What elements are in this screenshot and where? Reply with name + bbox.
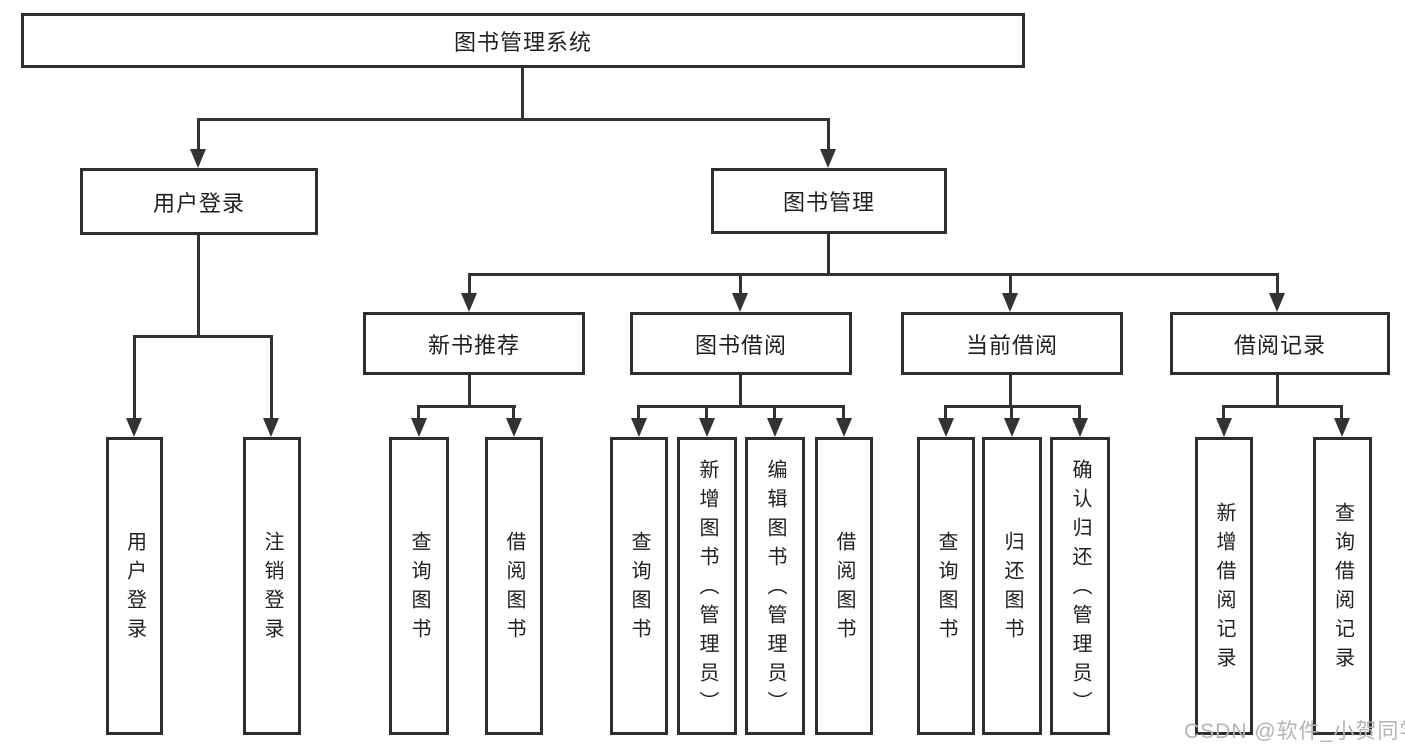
arrow-b1	[411, 418, 427, 437]
connector-root-horizontal	[197, 118, 829, 121]
connector-borrowrecords-stem	[1276, 373, 1279, 407]
leaf-current-confirm-admin-label: 确认归还（管理员）	[1069, 458, 1091, 720]
arrow-user-login	[190, 149, 206, 168]
leaf-borrow-query-label: 查询图书	[628, 531, 650, 647]
leaf-newbook-borrow: 借阅图书	[485, 437, 543, 735]
leaf-borrow-add-admin: 新增图书（管理员）	[677, 437, 737, 735]
connector-drop-d3	[1078, 405, 1081, 419]
leaf-newbook-query: 查询图书	[389, 437, 449, 735]
arrow-a1	[126, 418, 142, 437]
connector-newbook-horizontal	[417, 405, 516, 408]
leaf-current-return: 归还图书	[982, 437, 1042, 735]
connector-drop-book-mgmt	[827, 118, 830, 151]
node-book-borrow-label: 图书借阅	[694, 332, 787, 358]
connector-userlogin-horizontal	[133, 335, 273, 338]
leaf-borrow-edit-admin-label: 编辑图书（管理员）	[764, 458, 786, 720]
leaf-record-add: 新增借阅记录	[1195, 437, 1253, 735]
connector-root-trunk	[521, 66, 524, 121]
connector-drop-d2	[1010, 405, 1013, 419]
arrow-b2	[506, 418, 522, 437]
connector-drop-e1	[1222, 405, 1225, 419]
arrow-e1	[1216, 418, 1232, 437]
connector-bookmgmt-stem	[827, 232, 830, 276]
arrow-c1	[631, 418, 647, 437]
leaf-user-login: 用户登录	[106, 437, 163, 735]
arrow-c3	[767, 418, 783, 437]
arrow-d3	[1072, 418, 1088, 437]
connector-drop-c3	[773, 405, 776, 419]
connector-drop-l3-1	[468, 273, 471, 294]
node-new-book-recommend: 新书推荐	[363, 312, 585, 375]
connector-newbook-stem	[468, 373, 471, 407]
connector-userlogin-stem	[197, 233, 200, 338]
connector-borrowrecords-horizontal	[1222, 405, 1342, 408]
csdn-watermark: CSDN @软件_小贺同学	[1184, 720, 1405, 743]
leaf-current-query-label: 查询图书	[935, 531, 957, 647]
connector-drop-user-login	[197, 118, 200, 151]
arrow-book-mgmt	[820, 149, 836, 168]
connector-bookborrow-horizontal	[637, 405, 844, 408]
leaf-current-return-label: 归还图书	[1001, 531, 1023, 647]
leaf-borrow-book-label: 借阅图书	[833, 531, 855, 647]
leaf-borrow-query: 查询图书	[610, 437, 668, 735]
connector-bookmgmt-horizontal	[468, 273, 1279, 276]
leaf-borrow-book: 借阅图书	[815, 437, 873, 735]
arrow-c2	[699, 418, 715, 437]
node-book-management-label: 图书管理	[782, 190, 875, 215]
arrow-d2	[1004, 418, 1020, 437]
leaf-record-query: 查询借阅记录	[1313, 437, 1372, 735]
node-new-book-recommend-label: 新书推荐	[427, 332, 520, 358]
node-current-borrow: 当前借阅	[901, 312, 1123, 375]
connector-drop-c1	[637, 405, 640, 419]
node-user-login-label: 用户登录	[152, 190, 245, 216]
node-book-management: 图书管理	[711, 168, 947, 234]
node-book-borrow: 图书借阅	[630, 312, 852, 375]
node-root: 图书管理系统	[21, 13, 1025, 68]
leaf-logout: 注销登录	[243, 437, 301, 735]
arrow-e2	[1334, 418, 1350, 437]
connector-drop-c4	[842, 405, 845, 419]
connector-drop-l3-4	[1276, 273, 1279, 294]
node-user-login: 用户登录	[80, 168, 318, 235]
arrow-c4	[836, 418, 852, 437]
arrow-l3-3	[1002, 293, 1018, 312]
connector-drop-e2	[1340, 405, 1343, 419]
leaf-logout-label: 注销登录	[261, 531, 283, 647]
connector-drop-l3-3	[1009, 273, 1012, 294]
connector-currentborrow-stem	[1009, 373, 1012, 407]
arrow-a2	[263, 418, 279, 437]
connector-drop-a1	[133, 335, 136, 419]
leaf-current-query: 查询图书	[917, 437, 975, 735]
arrow-l3-4	[1269, 293, 1285, 312]
connector-drop-d1	[944, 405, 947, 419]
leaf-record-query-label: 查询借阅记录	[1331, 502, 1354, 676]
leaf-newbook-borrow-label: 借阅图书	[503, 531, 525, 647]
connector-drop-c2	[705, 405, 708, 419]
leaf-user-login-label: 用户登录	[123, 531, 146, 647]
leaf-borrow-edit-admin: 编辑图书（管理员）	[745, 437, 805, 735]
node-borrow-records: 借阅记录	[1170, 312, 1390, 375]
arrow-d1	[938, 418, 954, 437]
leaf-current-confirm-admin: 确认归还（管理员）	[1050, 437, 1110, 735]
leaf-record-add-label: 新增借阅记录	[1213, 502, 1235, 676]
arrow-l3-2	[732, 293, 748, 312]
leaf-borrow-add-admin-label: 新增图书（管理员）	[696, 458, 718, 720]
node-root-label: 图书管理系统	[453, 29, 592, 55]
connector-bookborrow-stem	[739, 373, 742, 407]
connector-drop-b2	[512, 405, 515, 419]
arrow-l3-1	[461, 293, 477, 312]
node-current-borrow-label: 当前借阅	[965, 332, 1058, 358]
connector-drop-l3-2	[739, 273, 742, 294]
leaf-newbook-query-label: 查询图书	[408, 531, 430, 647]
connector-drop-a2	[270, 335, 273, 419]
connector-drop-b1	[417, 405, 420, 419]
node-borrow-records-label: 借阅记录	[1233, 332, 1326, 358]
